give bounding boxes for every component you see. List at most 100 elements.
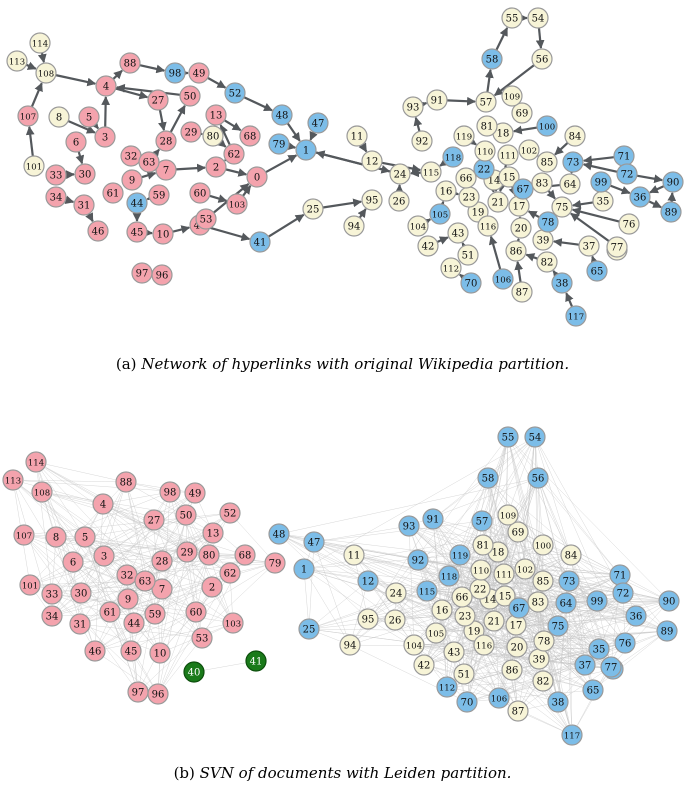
panel-b-edge <box>645 605 660 613</box>
node-label: 119 <box>456 133 472 143</box>
node-circle <box>99 601 121 623</box>
panel-a-node-119: 119 <box>453 125 475 147</box>
panel-a-edge <box>535 27 545 49</box>
node-circle <box>78 106 100 128</box>
panel-a-node-52: 52 <box>224 82 246 104</box>
panel-b-node-63: 63 <box>134 570 156 592</box>
node-label: 79 <box>273 140 286 151</box>
panel-b-edge <box>15 490 50 607</box>
node-circle <box>497 144 519 166</box>
node-circle <box>155 159 177 181</box>
panel-b-edge <box>132 660 137 682</box>
node-circle <box>527 7 549 29</box>
panel-b-node-55: 55 <box>497 426 519 448</box>
panel-b-edge <box>34 535 266 563</box>
node-label: 48 <box>276 111 289 122</box>
node-label: 40 <box>188 668 201 679</box>
node-circle <box>245 650 267 672</box>
panel-a-node-86: 86 <box>505 240 527 262</box>
panel-a-node-91: 91 <box>426 89 448 111</box>
panel-a-node-106: 106 <box>492 268 514 290</box>
panel-a-edge <box>25 61 37 70</box>
panel-a-node-2: 2 <box>205 156 227 178</box>
node-circle <box>492 268 514 290</box>
node-circle <box>537 211 559 233</box>
node-circle <box>422 508 444 530</box>
node-circle <box>202 522 224 544</box>
node-circle <box>511 102 533 124</box>
node-circle <box>151 578 173 600</box>
node-circle <box>420 161 442 183</box>
node-circle <box>474 140 496 162</box>
panel-b-edge <box>112 493 160 503</box>
node-label: 107 <box>20 113 36 123</box>
node-label: 56 <box>532 474 545 485</box>
node-circle <box>551 196 573 218</box>
node-label: 114 <box>32 40 48 50</box>
panel-a-edge <box>172 225 191 234</box>
panel-a-node-97: 97 <box>131 262 153 284</box>
panel-b-edge <box>46 464 161 491</box>
panel-a-node-32: 32 <box>120 145 142 167</box>
panel-b-edge <box>312 442 526 565</box>
node-label: 111 <box>500 152 516 162</box>
panel-a-edge <box>571 207 620 223</box>
node-circle <box>151 550 173 572</box>
panel-a-edge <box>590 255 599 266</box>
node-circle <box>205 156 227 178</box>
node-label: 69 <box>512 528 525 539</box>
node-circle <box>606 236 628 258</box>
node-label: 63 <box>139 577 152 588</box>
node-label: 17 <box>513 202 526 213</box>
node-label: 20 <box>515 224 528 235</box>
panel-b-edge <box>489 523 502 538</box>
node-circle <box>202 125 224 147</box>
node-circle <box>175 504 197 526</box>
node-label: 96 <box>156 271 169 282</box>
node-circle <box>95 75 117 97</box>
panel-b-node-81: 81 <box>472 534 494 556</box>
node-label: 109 <box>500 512 516 522</box>
node-circle <box>361 189 383 211</box>
panel-b-edge <box>36 593 47 608</box>
node-circle <box>498 166 520 188</box>
panel-b-node-83: 83 <box>527 591 549 613</box>
panel-b-edge <box>322 548 361 576</box>
panel-a-node-41: 41 <box>249 231 271 253</box>
panel-b-edge <box>355 445 502 638</box>
node-label: 79 <box>269 559 282 570</box>
node-label: 31 <box>78 201 91 212</box>
panel-a-edge <box>514 261 524 283</box>
node-label: 13 <box>207 529 220 540</box>
panel-b-edge <box>323 527 399 541</box>
node-circle <box>506 636 528 658</box>
panel-a-node-98: 98 <box>164 62 186 84</box>
node-label: 8 <box>56 113 62 124</box>
panel-a-edge <box>546 189 556 200</box>
panel-a-node-58: 58 <box>481 48 503 70</box>
node-label: 110 <box>477 148 493 158</box>
panel-b-node-62: 62 <box>219 562 241 584</box>
panel-a-edge <box>219 124 231 146</box>
panel-a-node-36: 36 <box>629 186 651 208</box>
node-circle <box>533 630 555 652</box>
panel-b-edge <box>84 632 90 642</box>
panel-a-node-92: 92 <box>411 130 433 152</box>
node-circle <box>152 223 174 245</box>
node-label: 85 <box>537 577 550 588</box>
panel-a-edge <box>417 101 428 110</box>
panel-a-edge <box>636 174 664 184</box>
panel-b-edge <box>57 512 99 585</box>
panel-b-node-26: 26 <box>384 609 406 631</box>
panel-b-node-60: 60 <box>185 601 207 623</box>
panel-b-node-69: 69 <box>507 521 529 543</box>
panel-b-edge <box>495 484 615 587</box>
node-circle <box>488 687 510 709</box>
panel-a-edge <box>55 74 97 87</box>
panel-b-edge <box>37 472 41 483</box>
node-label: 65 <box>587 686 600 697</box>
panel-a-node-33: 33 <box>45 164 67 186</box>
panel-b-node-79: 79 <box>264 552 286 574</box>
panel-b-node-23: 23 <box>454 605 476 627</box>
